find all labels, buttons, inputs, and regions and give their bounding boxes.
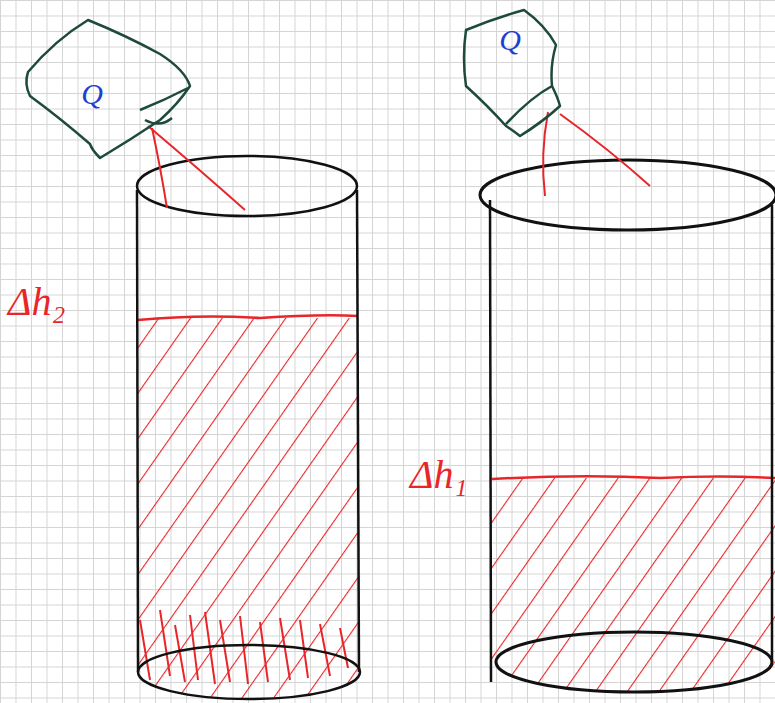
heat-symbol: Q [499, 25, 521, 55]
cylinder-top [480, 160, 775, 230]
cylinder-bottom [496, 632, 772, 692]
heat-bag: Q [458, 6, 566, 140]
water-level [492, 476, 775, 479]
cylinder-top [137, 156, 357, 216]
cylinder-wall [137, 190, 138, 672]
height-label: Δh₁ [410, 455, 467, 495]
height-label: Δh₂ [8, 282, 65, 322]
heat-symbol: Q [81, 79, 103, 109]
bag-outline [22, 12, 194, 164]
cylinder-wall [490, 200, 491, 682]
heat-stream [148, 126, 245, 210]
heat-bag: Q [22, 12, 194, 164]
cylinder-wall [357, 190, 359, 672]
cylinder-bottom [138, 645, 360, 699]
heat-stream [543, 112, 548, 196]
cylinder-wall [771, 205, 774, 662]
water-hatch [491, 478, 775, 703]
water-level [138, 315, 358, 320]
heat-stream [560, 114, 650, 186]
dense-hatch [140, 610, 348, 684]
